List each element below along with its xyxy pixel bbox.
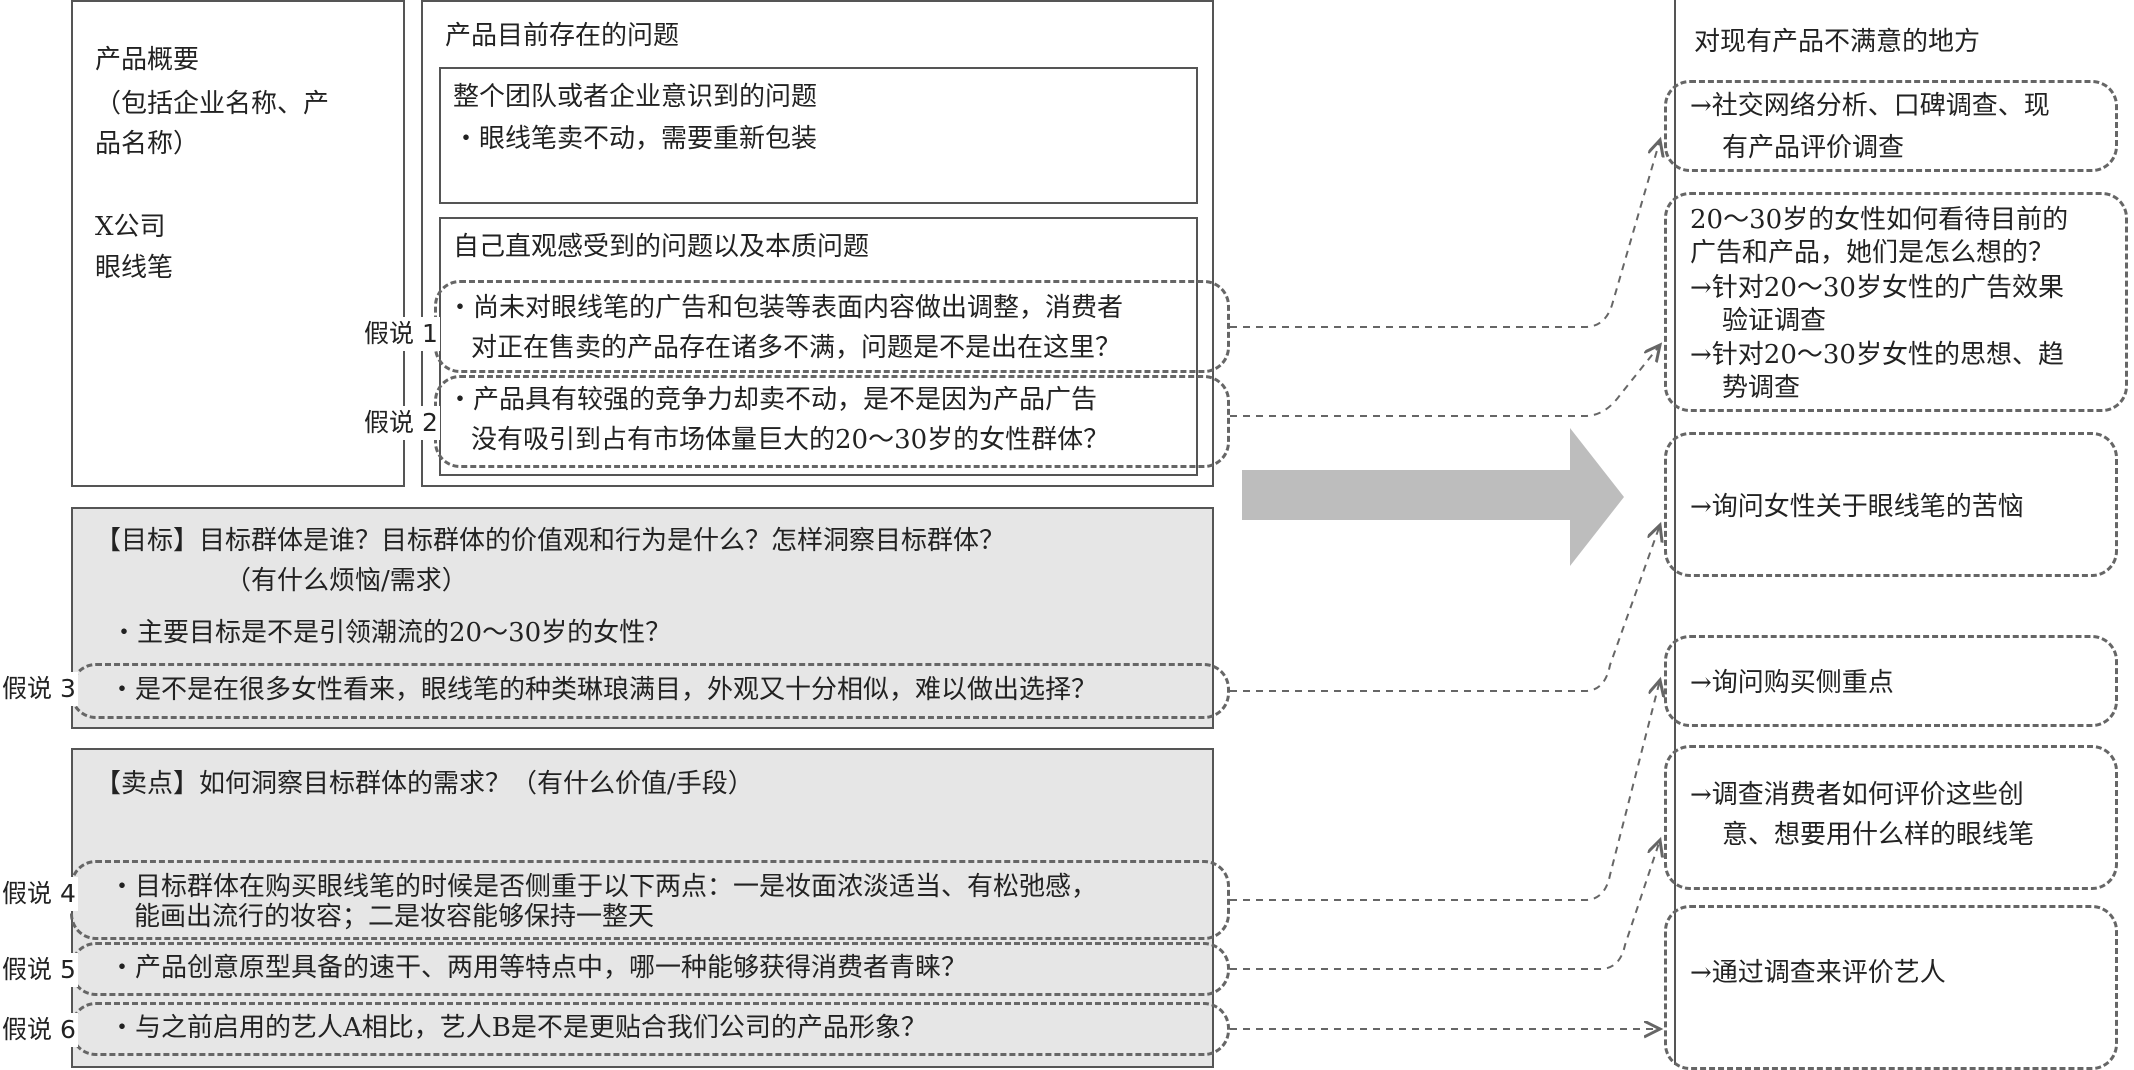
overview-company: X公司: [95, 212, 166, 242]
connector-hypothesis-5: [1230, 840, 1660, 970]
dissatisfaction-title: 对现有产品不满意的地方: [1694, 27, 1981, 57]
hypothesis-label-4: 假说 4: [0, 877, 78, 911]
hypothesis-label-2: 假说 2: [362, 406, 440, 440]
result-box-5: [1664, 745, 2118, 890]
connector-hypothesis-1: [1230, 140, 1660, 328]
hypothesis-2-line-1: ・产品具有较强的竞争力却卖不动，是不是因为产品广告: [447, 385, 1098, 415]
target-title: 【目标】目标群体是谁？目标群体的价值观和行为是什么？怎样洞察目标群体？: [95, 526, 1006, 556]
target-panel: 【目标】目标群体是谁？目标群体的价值观和行为是什么？怎样洞察目标群体？ （有什么…: [71, 507, 1214, 729]
hypothesis-label-5: 假说 5: [0, 953, 78, 987]
result-box-3: [1664, 432, 2118, 577]
problems-title: 产品目前存在的问题: [445, 21, 680, 51]
overview-title: 产品概要: [95, 45, 200, 75]
result-2-line-3: →针对20～30岁女性的广告效果: [1690, 273, 2064, 303]
hypothesis-2-line-2: 没有吸引到占有市场体量巨大的20～30岁的女性群体？: [471, 425, 1110, 455]
self-problems-box: 自己直观感受到的问题以及本质问题: [439, 217, 1198, 476]
result-box-4: [1664, 635, 2118, 727]
result-5-line-2: 意、想要用什么样的眼线笔: [1722, 820, 2035, 850]
hypothesis-label-3: 假说 3: [0, 672, 78, 706]
overview-panel: 产品概要 （包括企业名称、产 品名称） X公司 眼线笔: [71, 0, 405, 487]
result-1-line-2: 有产品评价调查: [1722, 133, 1905, 163]
overview-subtitle-2: 品名称）: [95, 129, 200, 159]
result-1-line-1: →社交网络分析、口碑调查、现: [1690, 91, 2050, 121]
hypothesis-label-1: 假说 1: [362, 317, 440, 351]
result-box-2: [1664, 192, 2128, 412]
selling-title: 【卖点】如何洞察目标群体的需求？（有什么价值/手段）: [95, 769, 754, 799]
big-right-arrow: [1242, 428, 1624, 566]
overview-product: 眼线笔: [95, 253, 174, 283]
self-problems-title: 自己直观感受到的问题以及本质问题: [453, 232, 870, 262]
hypothesis-label-6: 假说 6: [0, 1013, 78, 1047]
connector-hypothesis-3: [1230, 525, 1660, 692]
result-5-line-1: →调查消费者如何评价这些创: [1690, 780, 2024, 810]
overview-subtitle-1: （包括企业名称、产: [95, 89, 330, 119]
team-problems-item: ・眼线笔卖不动，需要重新包装: [453, 124, 818, 154]
hypothesis-4-line-1: ・目标群体在购买眼线笔的时候是否侧重于以下两点：一是妆面浓淡适当、有松弛感，: [109, 872, 1098, 902]
problems-panel: 产品目前存在的问题: [421, 0, 1214, 487]
result-2-line-4: 验证调查: [1722, 306, 1827, 336]
dissatisfaction-panel: 对现有产品不满意的地方: [1674, 0, 2134, 1065]
hypothesis-1-line-2: 对正在售卖的产品存在诸多不满，问题是不是出在这里？: [471, 333, 1122, 363]
result-4-text: →询问购买侧重点: [1690, 668, 1894, 698]
result-6-text: →通过调查来评价艺人: [1690, 958, 1946, 988]
result-2-line-6: 势调查: [1722, 373, 1801, 403]
result-2-line-1: 20～30岁的女性如何看待目前的: [1690, 205, 2069, 235]
selling-panel: 【卖点】如何洞察目标群体的需求？（有什么价值/手段）: [71, 748, 1214, 1068]
target-subtitle: （有什么烦恼/需求）: [225, 566, 468, 596]
hypothesis-6-text: ・与之前启用的艺人A相比，艺人B是不是更贴合我们公司的产品形象？: [109, 1013, 927, 1043]
target-item-1: ・主要目标是不是引领潮流的20～30岁的女性？: [111, 618, 672, 648]
hypothesis-5-text: ・产品创意原型具备的速干、两用等特点中，哪一种能够获得消费者青睐？: [109, 953, 968, 983]
result-3-text: →询问女性关于眼线笔的苦恼: [1690, 492, 2024, 522]
hypothesis-3-text: ・是不是在很多女性看来，眼线笔的种类琳琅满目，外观又十分相似，难以做出选择？: [109, 675, 1098, 705]
hypothesis-4-line-2: 能画出流行的妆容；二是妆容能够保持一整天: [134, 902, 655, 932]
result-2-line-2: 广告和产品，她们是怎么想的？: [1690, 238, 2055, 268]
team-problems-title: 整个团队或者企业意识到的问题: [453, 82, 818, 112]
connector-hypothesis-2: [1230, 345, 1660, 417]
result-2-line-5: →针对20～30岁女性的思想、趋: [1690, 340, 2064, 370]
connector-hypothesis-4: [1230, 680, 1660, 901]
hypothesis-1-line-1: ・尚未对眼线笔的广告和包装等表面内容做出调整，消费者: [447, 293, 1124, 323]
team-problems-box: 整个团队或者企业意识到的问题 ・眼线笔卖不动，需要重新包装: [439, 67, 1198, 204]
result-box-1: [1664, 80, 2118, 172]
